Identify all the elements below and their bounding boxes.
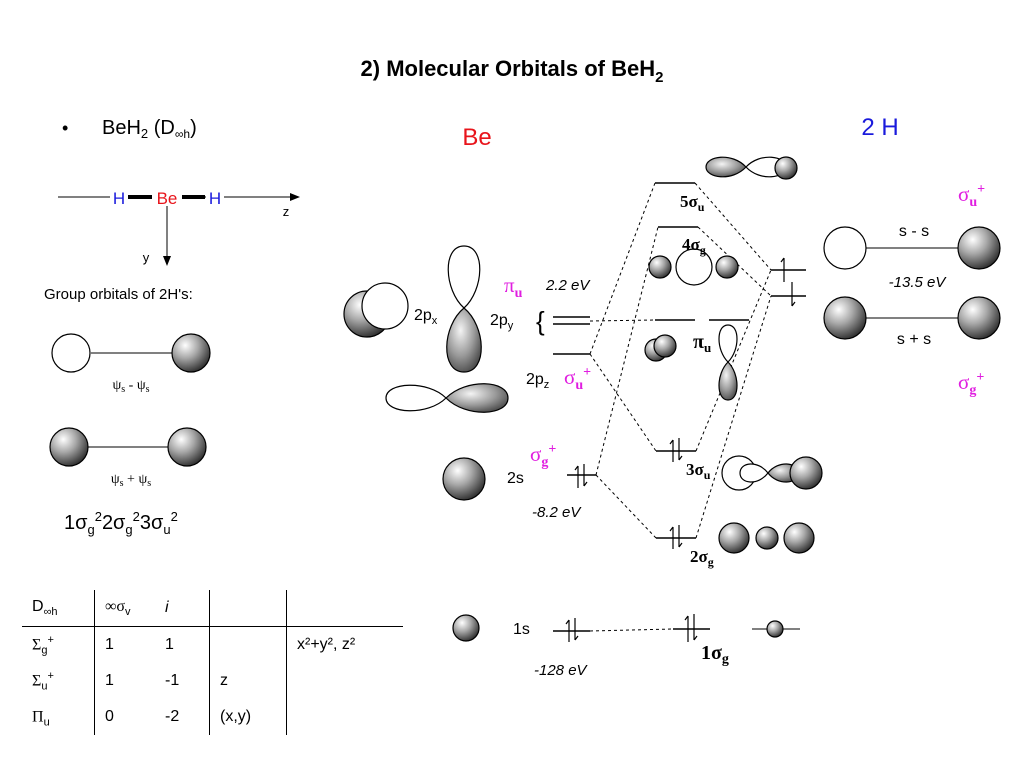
electron-configuration: 1σg22σg23σu2 (64, 509, 178, 537)
be-2px-label: 2px (414, 307, 438, 327)
h-antisym-label: s - s (899, 223, 929, 240)
be-sigma-g-label: σg+ (530, 442, 556, 470)
table-row: Σg+ 1 1 x²+y², z² (22, 626, 403, 663)
psi-minus-label: ψs - ψs (112, 378, 149, 395)
table-cell-quad-head (286, 590, 403, 627)
axis-h-right: H (209, 189, 221, 208)
table-cell: 1 (105, 636, 114, 653)
be-2pz-label: 2pz (526, 371, 549, 391)
table-cell-op1: ∞σv (94, 590, 155, 627)
be-pi-u-label: πu (504, 273, 523, 301)
page-title: 2) Molecular Orbitals of BeH2 (361, 56, 664, 86)
table-cell: 1 (105, 672, 114, 689)
table-cell: (x,y) (209, 699, 287, 735)
mo-2sg-label: 2σg (690, 547, 714, 569)
axis-y-label: y (143, 250, 150, 265)
mo-3su-picture (721, 455, 823, 491)
be-2px-orbital (343, 282, 409, 338)
be-2pz-orbital (385, 383, 509, 413)
mo-pi-u-label: πu (693, 331, 711, 355)
mo-4sg-picture (648, 248, 739, 286)
table-cell: -2 (155, 699, 210, 735)
h-group-antisym (823, 226, 1001, 270)
group-orbital-sym (49, 427, 207, 467)
mo-1sg-label: 1σg (701, 642, 729, 667)
h-energy: -13.5 eV (889, 274, 948, 291)
h-atoms-label: 2 H (861, 114, 898, 141)
be-2py-orbital (446, 245, 482, 373)
be-2s-label: 2s (507, 470, 524, 487)
mo-3su-label: 3σu (686, 460, 711, 482)
energy-levels (553, 182, 806, 632)
be-atom-label: Be (462, 124, 491, 151)
table-cell-sym: Σg+ (22, 626, 95, 663)
mo-5su-picture (705, 156, 798, 180)
table-row: Πu 0 -2 (x,y) (22, 699, 403, 735)
table-cell (209, 626, 287, 663)
be-2py-label: 2py (490, 312, 514, 332)
h-sigma-g-label: σg+ (958, 370, 984, 398)
be-2s-orbital (442, 457, 486, 501)
electron-arrows (565, 257, 796, 642)
table-cell: z (209, 663, 287, 699)
table-row: Σu+ 1 -1 z (22, 663, 403, 699)
be-sigma-u-label: σu+ (564, 365, 591, 393)
axis-be: Be (157, 189, 178, 208)
table-cell: 1 (155, 626, 210, 663)
table-cell (287, 663, 404, 699)
table-cell-basis-head (209, 590, 287, 627)
be-2p-brace: { (536, 306, 545, 336)
character-table-header: D∞h ∞σv i (22, 590, 403, 627)
be-2p-energy: 2.2 eV (545, 277, 591, 294)
axis-h-left: H (113, 189, 125, 208)
psi-plus-label: ψs + ψs (111, 472, 151, 489)
h-group-sym (823, 296, 1001, 340)
be-1s-energy: -128 eV (534, 662, 589, 679)
table-cell-op2: i (155, 590, 210, 627)
mo-1sg-picture (752, 620, 800, 638)
table-cell: -1 (155, 663, 210, 699)
mo-pi-u-picture (644, 324, 738, 401)
group-orbital-antisym (51, 333, 211, 373)
character-table: D∞h ∞σv i Σg+ 1 1 x²+y², z² Σu+ 1 -1 z Π… (22, 590, 403, 735)
table-cell-sym: Σu+ (22, 663, 95, 699)
be-1s-label: 1s (513, 621, 530, 638)
table-cell-sym: Πu (22, 699, 95, 735)
table-cell: x²+y², z² (297, 636, 356, 653)
axis-z-label: z (283, 204, 290, 219)
h-sym-label: s + s (897, 331, 931, 348)
mo-5su-label: 5σu (680, 192, 705, 214)
mo-4sg-label: 4σg (682, 235, 706, 257)
group-orbitals-label: Group orbitals of 2H's: (44, 286, 193, 303)
table-cell: 0 (105, 708, 114, 725)
correlation-lines (589, 182, 772, 632)
be-1s-orbital (452, 614, 480, 642)
h-sigma-u-label: σu+ (958, 182, 985, 210)
table-cell (287, 699, 404, 735)
mo-2sg-picture (718, 522, 815, 554)
bullet-mark: • (62, 118, 68, 138)
be-2s-energy: -8.2 eV (532, 504, 582, 521)
axis-frame (58, 188, 300, 266)
bullet-molecule: BeH2 (D∞h) (102, 117, 197, 141)
table-cell-group: D∞h (22, 590, 95, 627)
